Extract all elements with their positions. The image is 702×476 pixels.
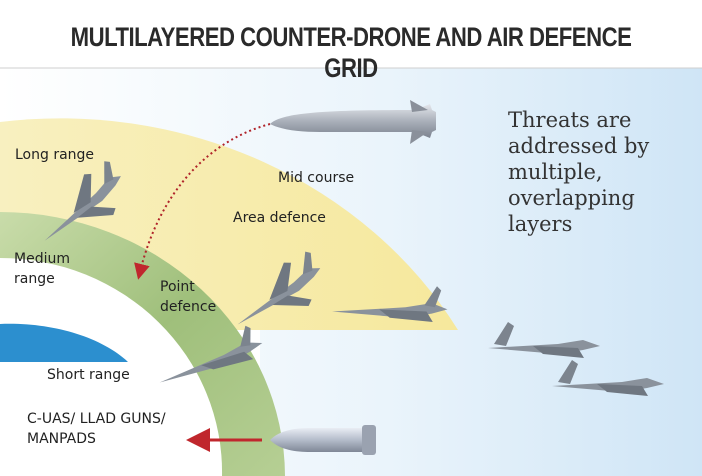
page-title: MULTILAYERED COUNTER-DRONE AND AIR DEFEN… — [70, 22, 632, 83]
area-defence-label: Area defence — [233, 210, 326, 226]
trajectory-arrow — [134, 123, 271, 280]
point-defence-label: Point — [160, 279, 195, 295]
cuas-label-2: MANPADS — [27, 431, 96, 447]
fighter-jet-icon — [44, 161, 121, 241]
medium-range-label: Medium — [14, 251, 70, 267]
fighter-jet-icon — [488, 322, 600, 358]
medium-range-label-2: range — [14, 271, 55, 287]
mid-course-label: Mid course — [278, 170, 355, 186]
long-range-label: Long range — [15, 147, 95, 163]
cuas-label: C-UAS/ LLAD GUNS/ — [27, 411, 166, 427]
inner-core — [0, 323, 128, 362]
fighter-jet-icon — [159, 325, 263, 383]
fighter-jet-icon — [237, 251, 321, 325]
fighter-jet-icon — [552, 360, 664, 396]
fighter-jet-icon — [332, 286, 448, 322]
cruise-missile-icon — [270, 100, 436, 144]
shell-icon — [270, 425, 376, 455]
point-defence-label-2: defence — [160, 299, 217, 315]
short-range-band — [0, 258, 223, 476]
threats-note: Threats are addressed by multiple, overl… — [508, 108, 650, 236]
short-range-label: Short range — [47, 367, 130, 383]
